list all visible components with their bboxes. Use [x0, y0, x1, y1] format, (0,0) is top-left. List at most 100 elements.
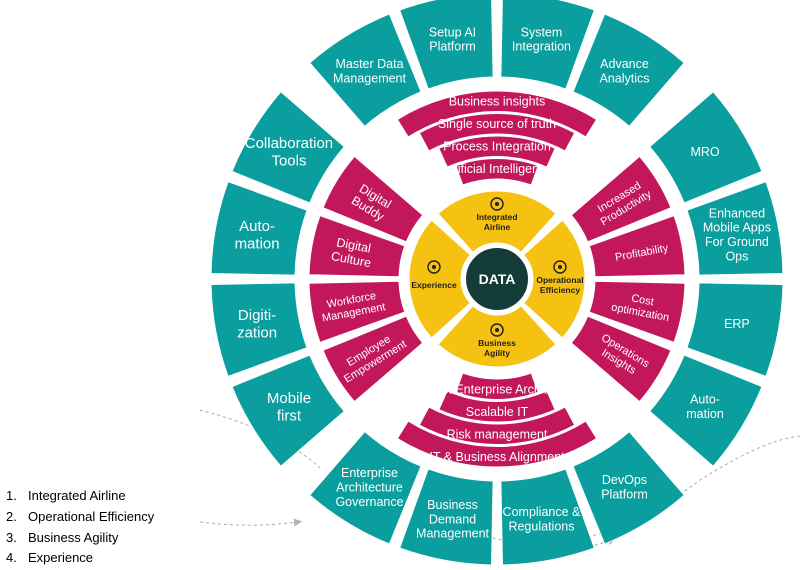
- outer-tile-bottom: [572, 430, 685, 545]
- outer-tile-left: [210, 181, 308, 276]
- inner-segment-right: [523, 219, 586, 339]
- label-line: Ops: [725, 249, 748, 263]
- arc-label: Scalable IT: [466, 405, 529, 419]
- arc-label: Risk management: [447, 428, 548, 442]
- side-wedge-left: [308, 214, 406, 278]
- label-line: mation: [235, 235, 280, 252]
- label-line: Scalable IT: [466, 405, 529, 419]
- label-line: For Ground: [705, 235, 769, 249]
- label-line: Business: [478, 338, 516, 348]
- label-line: ERP: [724, 317, 750, 331]
- arc-label: Process Integration: [443, 140, 551, 154]
- outer-label: ERP: [724, 317, 750, 331]
- outer-tile-right: [686, 282, 784, 377]
- inner-label: Experience: [411, 280, 457, 290]
- legend-number: 1.: [6, 488, 17, 503]
- label-line: Collaboration: [245, 135, 333, 152]
- arc-band-bottom: [418, 406, 576, 446]
- label-line: Business insights: [449, 95, 546, 109]
- legend-text: Experience: [28, 550, 94, 566]
- label-line: Platform: [429, 40, 476, 54]
- arc-band-bottom: [396, 420, 598, 468]
- label-line: Business: [427, 498, 478, 512]
- outer-tile-left: [231, 91, 346, 204]
- label-line: MRO: [690, 145, 719, 159]
- label-line: Governance: [335, 495, 403, 509]
- dashed-curve-bottom: [199, 518, 302, 527]
- label-line: Risk management: [447, 428, 548, 442]
- label-line: Experience: [411, 280, 457, 290]
- gear-clock-icon: [553, 260, 567, 274]
- outer-tile-top: [399, 0, 494, 90]
- arc-band-top: [396, 90, 598, 138]
- outer-tile-bottom: [309, 430, 422, 545]
- label-line: Advance: [600, 57, 649, 71]
- outer-label: Compliance &Regulations: [503, 505, 581, 533]
- label-line: Airline: [484, 222, 511, 232]
- arc-label: Single source of truth: [438, 117, 556, 131]
- label-line: Master Data: [335, 57, 403, 71]
- legend-list: 1. Integrated Airline 2.Operational Effic…: [6, 486, 154, 569]
- legend-item: 1. Integrated Airline: [6, 486, 154, 507]
- label-line: Enterprise: [341, 466, 398, 480]
- legend-number: 3.: [6, 529, 17, 545]
- label-line: Regulations: [508, 519, 574, 533]
- arc-label: Business insights: [449, 95, 546, 109]
- label-line: Compliance &: [503, 505, 581, 519]
- legend-item: 2.Operational Efficiency: [6, 507, 154, 528]
- legend-text: Business Agility: [28, 529, 119, 545]
- label-line: Integration: [512, 40, 571, 54]
- outer-label: Auto-mation: [235, 218, 280, 252]
- outer-tile-right: [686, 181, 784, 276]
- legend-number: 2.: [6, 508, 17, 524]
- data-core: [464, 246, 530, 312]
- label-line: Enhanced: [709, 206, 765, 220]
- legend-number: 4.: [6, 550, 17, 566]
- side-wedge-right: [588, 280, 686, 344]
- label-line: Agility: [484, 348, 510, 358]
- side-wedge-left: [322, 155, 424, 243]
- arc-label: Robust Enterprise Architecture: [412, 383, 582, 397]
- outer-tile-top: [309, 13, 422, 128]
- outer-tile-top: [500, 0, 595, 90]
- legend-item: 3. Business Agility: [6, 528, 154, 549]
- arc-label: IT & Business Alignment: [429, 450, 565, 464]
- arc-band-bottom: [438, 390, 556, 423]
- outer-tile-left: [231, 354, 346, 467]
- label-line: Efficiency: [540, 285, 580, 295]
- side-wedge-right: [570, 155, 672, 243]
- core-label: DATA: [479, 271, 516, 287]
- legend-text: Integrated Airline: [28, 488, 126, 503]
- label-line: Process Integration: [443, 140, 551, 154]
- outer-label: MRO: [690, 145, 719, 159]
- label-line: Management: [333, 72, 406, 86]
- label-line: zation: [237, 324, 277, 341]
- inner-segment-top: [437, 190, 557, 253]
- label-line: IT & Business Alignment: [429, 450, 565, 464]
- label-line: Tools: [271, 152, 306, 169]
- network-icon: [427, 260, 441, 274]
- side-wedge-right: [588, 214, 686, 278]
- label-line: Setup AI: [429, 25, 476, 39]
- outer-tile-bottom: [500, 468, 595, 566]
- label-line: Digital: [335, 235, 372, 255]
- label-line: mation: [686, 407, 724, 421]
- label-line: first: [277, 407, 302, 424]
- label-line: Architecture: [336, 480, 403, 494]
- label-line: Demand: [429, 512, 476, 526]
- people-gear-icon: [490, 323, 504, 337]
- label-line: Digiti-: [238, 307, 276, 324]
- label-line: Analytics: [599, 72, 649, 86]
- outer-tile-top: [572, 13, 685, 128]
- label-line: Cost: [630, 292, 654, 308]
